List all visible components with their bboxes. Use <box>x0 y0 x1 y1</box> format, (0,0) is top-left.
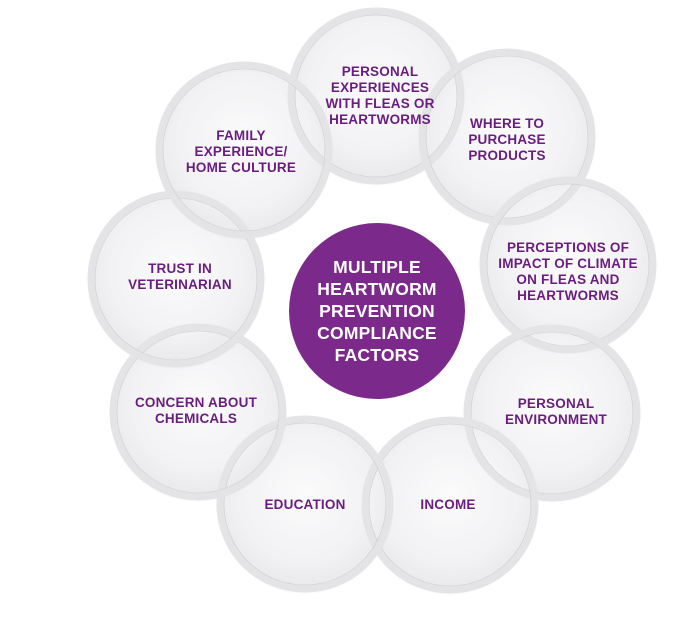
factor-label-line: ENVIRONMENT <box>505 412 608 427</box>
center-title-line: HEARTWORM <box>317 279 436 299</box>
factor-label-line: HOME CULTURE <box>186 160 296 175</box>
bubble-ring-personal-environment <box>463 324 641 502</box>
factor-label-line: HEARTWORMS <box>329 112 431 127</box>
bubble-inner-ring-perceptions-of-climate <box>486 183 650 347</box>
factor-label-line: IMPACT OF CLIMATE <box>498 256 637 271</box>
factor-label-line: HEARTWORMS <box>517 288 619 303</box>
factor-label-line: PERCEPTIONS OF <box>507 240 629 255</box>
bubble-family-experience <box>159 65 329 235</box>
factor-label-line: PURCHASE <box>468 132 545 147</box>
factor-label-income: INCOME <box>420 497 475 512</box>
bubble-inner-ring-personal-environment <box>470 331 634 495</box>
bubble-ring-education <box>216 415 394 593</box>
factor-label-line: PERSONAL <box>518 396 595 411</box>
bubble-personal-experiences <box>291 11 461 181</box>
bubble-ring-income <box>361 416 539 594</box>
bubble-inner-ring-education <box>223 422 387 586</box>
factor-label-line: CONCERN ABOUT <box>135 395 258 410</box>
factor-label-line: EDUCATION <box>264 497 345 512</box>
center-circle <box>289 223 465 399</box>
factor-label-line: PERSONAL <box>342 64 419 79</box>
factor-label-line: EXPERIENCES <box>331 80 429 95</box>
factor-label-education: EDUCATION <box>264 497 345 512</box>
factor-label-line: TRUST IN <box>148 261 212 276</box>
factor-label-line: WITH FLEAS OR <box>325 96 434 111</box>
factor-label-line: FAMILY <box>216 128 265 143</box>
factor-label-line: VETERINARIAN <box>128 277 232 292</box>
bubble-rings <box>87 7 657 594</box>
bubble-income <box>365 420 535 590</box>
bubble-inner-ring-personal-experiences <box>294 14 458 178</box>
bubble-trust-in-veterinarian <box>91 194 261 364</box>
bubble-inner-ring-income <box>368 423 532 587</box>
center-title-line: PREVENTION <box>319 301 435 321</box>
bubble-ring-concern-about-chemicals <box>109 323 287 501</box>
bubble-ring-family-experience <box>155 61 333 239</box>
factor-label-line: CHEMICALS <box>155 411 237 426</box>
bubble-ring-perceptions-of-climate <box>479 176 657 354</box>
factor-label-line: ON FLEAS AND <box>516 272 619 287</box>
center-title-line: COMPLIANCE <box>317 323 437 343</box>
bubble-inner-ring-family-experience <box>162 68 326 232</box>
bubble-ring-personal-experiences <box>287 7 465 185</box>
bubble-inner-ring-where-to-purchase <box>425 55 589 219</box>
bubble-fills <box>91 11 653 590</box>
factor-label-line: PRODUCTS <box>468 148 545 163</box>
factor-label-line: INCOME <box>420 497 475 512</box>
factor-label-line: WHERE TO <box>470 116 544 131</box>
bubble-ring-where-to-purchase <box>418 48 596 226</box>
center-title-line: MULTIPLE <box>333 257 421 277</box>
bubble-inner-ring-concern-about-chemicals <box>116 330 280 494</box>
center-title-line: FACTORS <box>335 345 420 365</box>
factor-label-line: EXPERIENCE/ <box>195 144 288 159</box>
